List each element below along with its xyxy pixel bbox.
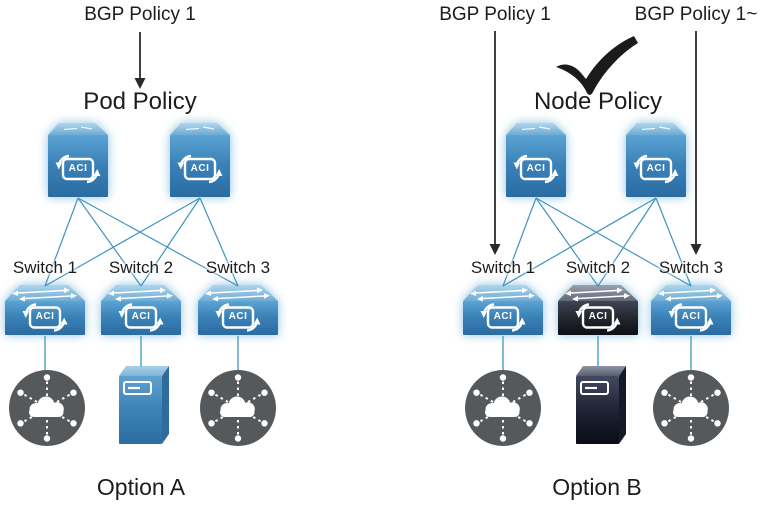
leaf-switch-label: Switch 3: [658, 258, 724, 277]
bgp-policy-label-b-right: BGP Policy 1~: [634, 4, 758, 25]
wan-cloud-icon: [463, 368, 543, 453]
leaf-switch-icon: ACI: [463, 284, 543, 336]
option-a-caption: Option A: [96, 474, 186, 500]
leaf-switch-label: Switch 1: [470, 258, 536, 277]
option-b-caption: Option B: [552, 474, 642, 500]
wan-cloud-icon: [198, 368, 278, 453]
spine-switch-icon: ACI: [170, 122, 230, 200]
policy-arrow-option-b-left: [489, 31, 501, 255]
leaf-switch-label: Switch 1: [12, 258, 78, 277]
leaf-switch-label: Switch 3: [205, 258, 271, 277]
spine-switch-icon: ACI: [626, 122, 686, 200]
leaf-switch-icon-dark: ACI: [558, 284, 638, 336]
leaf-switch-icon: ACI: [198, 284, 278, 336]
server-icon-dark: [570, 365, 626, 454]
bgp-policy-label-a: BGP Policy 1: [84, 4, 196, 25]
policy-arrow-option-b-right: [690, 31, 702, 255]
leaf-switch-icon: ACI: [101, 284, 181, 336]
server-icon: [113, 365, 169, 454]
leaf-switch-icon: ACI: [651, 284, 731, 336]
wan-cloud-icon: [7, 368, 87, 453]
leaf-switch-icon: ACI: [5, 284, 85, 336]
wan-cloud-icon: [651, 368, 731, 453]
leaf-switch-label: Switch 2: [565, 258, 631, 277]
spine-switch-icon: ACI: [48, 122, 108, 200]
node-policy-label: Node Policy: [533, 88, 663, 115]
bgp-policy-label-b-left: BGP Policy 1: [439, 4, 551, 25]
pod-policy-label: Pod Policy: [83, 88, 197, 115]
policy-arrow-option-a: [134, 32, 146, 89]
spine-switch-icon: ACI: [506, 122, 566, 200]
leaf-switch-label: Switch 2: [108, 258, 174, 277]
checkmark-icon: [556, 36, 638, 95]
